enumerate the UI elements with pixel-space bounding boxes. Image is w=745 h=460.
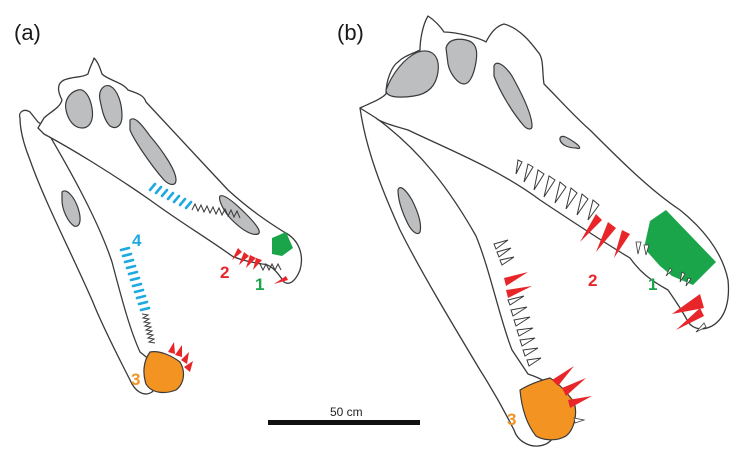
region-1-teeth-b: [672, 294, 704, 330]
skull-b-white-teeth-lower: [493, 239, 542, 367]
skull-b-white-teeth-upper: [515, 159, 600, 221]
scale-bar: 50 cm: [268, 405, 420, 425]
region-3-label-b: 3: [507, 410, 516, 429]
panel-b-label: (b): [337, 20, 364, 45]
skull-b-naris-fenestra: [493, 62, 533, 130]
scale-bar-line: [268, 420, 420, 425]
skull-a-naris-fenestra: [129, 118, 177, 186]
region-1-label-b: 1: [648, 275, 657, 294]
region-1-patch-b: [644, 210, 716, 285]
region-2-label-a: 2: [220, 263, 229, 282]
skull-a-mandible-fenestra: [61, 190, 81, 227]
scale-bar-label: 50 cm: [330, 405, 363, 419]
region-2-label-b: 2: [588, 271, 597, 290]
region-4-teeth-a: [119, 182, 193, 312]
panel-b: (b): [337, 15, 730, 447]
region-1-label-a: 1: [255, 275, 264, 294]
region-1-patch-a: [272, 232, 293, 256]
region-3-patch-a: [143, 351, 185, 394]
region-2-teeth-b: [580, 214, 630, 258]
skull-b-antorbital-fenestra: [445, 38, 478, 85]
panel-a-label: (a): [14, 20, 41, 45]
region-2-teeth-lower-b: [504, 272, 532, 298]
region-3-teeth-b: [552, 366, 592, 408]
skull-a-antorbital-fenestra: [99, 85, 123, 129]
skull-b-white-teeth-green: [635, 241, 692, 287]
skull-a-small-teeth: [141, 202, 282, 344]
region-4-label-a: 4: [132, 231, 142, 250]
region-3-label-a: 3: [131, 370, 140, 389]
skull-a-orbit: [65, 89, 94, 129]
skull-b-cranium: [359, 15, 730, 330]
region-3-teeth-a: [168, 342, 193, 372]
region-2-teeth-a: [232, 248, 288, 284]
skull-b-small-fenestra: [559, 135, 581, 150]
skull-b-orange-white-tooth: [573, 417, 586, 424]
skull-b-anterior-white-tooth: [695, 322, 707, 333]
skull-a-narial-opening: [219, 195, 260, 235]
panel-a: (a): [14, 20, 303, 395]
skull-b-orbit: [385, 50, 439, 98]
skull-b-mandible-fenestra: [397, 187, 422, 235]
